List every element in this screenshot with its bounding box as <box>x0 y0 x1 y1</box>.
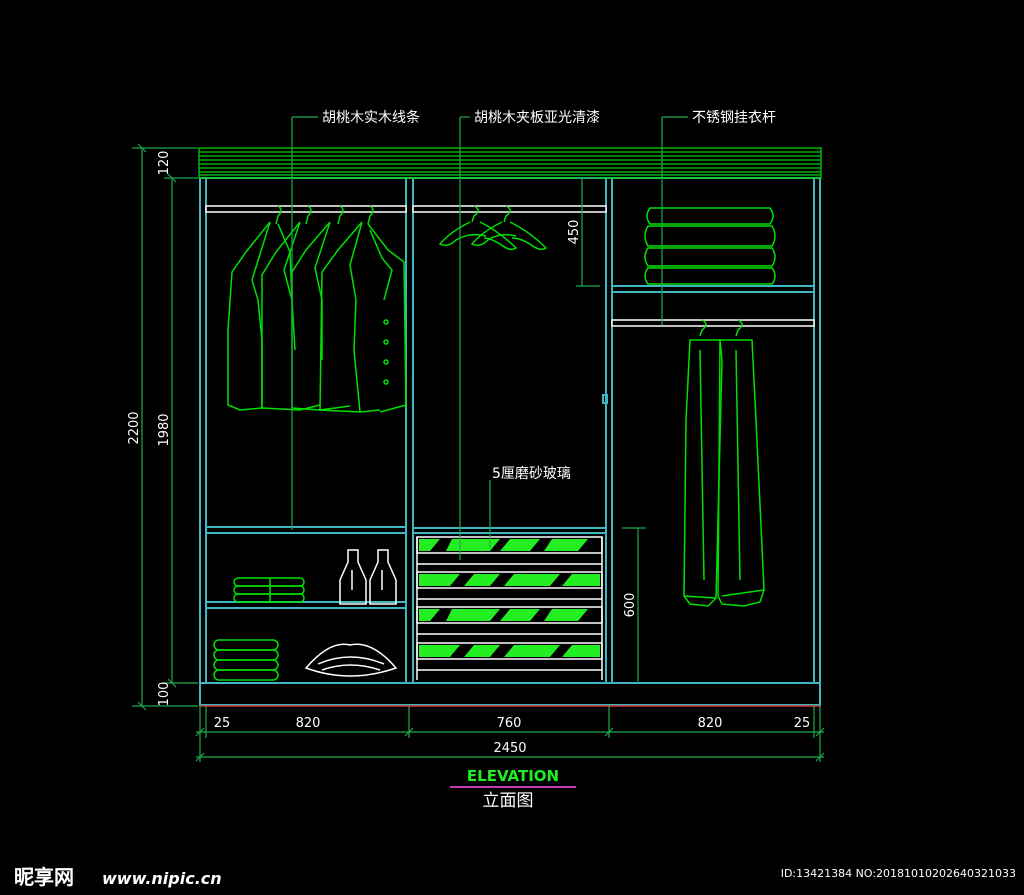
label-frosted-glass: 5厘磨砂玻璃 <box>492 465 571 482</box>
dim-hang-gap: 450 <box>567 220 582 245</box>
dim-width-left: 820 <box>296 716 321 731</box>
dim-base-band: 100 <box>157 682 172 707</box>
watermark-id: ID:13421384 NO:20181010202640321033 <box>781 867 1016 880</box>
watermark-brand: 昵享网 <box>14 865 74 889</box>
title-en: ELEVATION <box>467 767 559 785</box>
dim-height-inner: 1980 <box>157 413 172 446</box>
hangers-center <box>438 205 548 251</box>
folded-clothes-left <box>213 577 305 681</box>
folded-clothes-right <box>644 207 776 285</box>
dim-width-total: 2450 <box>493 741 526 756</box>
dimension-lines <box>132 143 825 762</box>
dim-width-center: 760 <box>497 716 522 731</box>
label-walnut-plywood: 胡桃木夹板亚光清漆 <box>474 110 600 126</box>
title-cn: 立面图 <box>483 791 534 811</box>
coats-group <box>227 205 407 413</box>
leader-lines <box>291 116 688 560</box>
label-walnut-solid-strip: 胡桃木实木线条 <box>322 109 420 126</box>
cabinet-frame <box>199 177 821 706</box>
dim-side-right: 25 <box>794 716 811 731</box>
watermark-site: www.nipic.cn <box>102 869 222 888</box>
top-cornice <box>198 147 822 179</box>
dim-top-band: 120 <box>157 151 172 176</box>
dim-side-left: 25 <box>214 716 231 731</box>
dim-height-total: 2200 <box>127 411 142 444</box>
bottles <box>339 549 397 605</box>
dim-drawer-height: 600 <box>623 593 638 618</box>
bag-shape <box>304 643 398 677</box>
trousers <box>683 319 765 607</box>
drawers <box>416 536 603 680</box>
dim-width-right: 820 <box>698 716 723 731</box>
label-steel-rail: 不锈钢挂衣杆 <box>692 110 776 126</box>
